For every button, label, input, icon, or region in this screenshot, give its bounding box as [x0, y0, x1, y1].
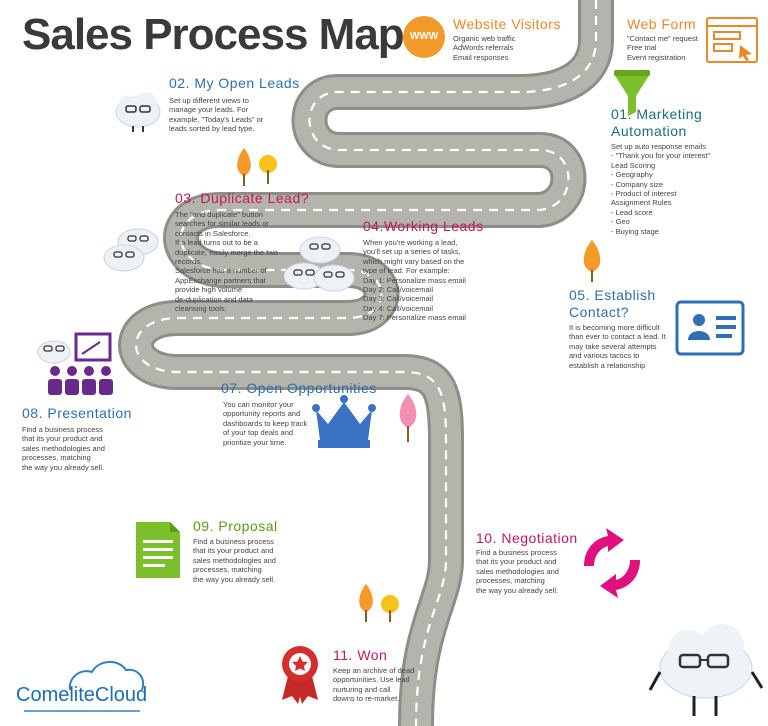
establish-contact-heading-line2: Contact?	[569, 304, 630, 320]
tree-icon	[359, 584, 399, 622]
open-leads-heading: 02. My Open Leads	[169, 75, 300, 91]
marketing-automation-desc: Set up auto response emails - "Thank you…	[611, 142, 711, 236]
marketing-automation-heading-line2: Automation	[611, 123, 687, 139]
web-form-heading: Web Form	[627, 16, 697, 32]
open-opportunities-heading: 07. Open Opportunities	[221, 380, 377, 396]
cloud-mascot-icon	[115, 92, 161, 132]
presentation-heading: 08. Presentation	[22, 405, 132, 421]
www-badge-label: WWW	[409, 31, 439, 42]
crown-icon	[312, 395, 376, 448]
presentation-desc: Find a business process that its your pr…	[22, 425, 105, 472]
duplicate-lead-heading: 03. Duplicate Lead?	[175, 190, 310, 206]
negotiation-desc: Find a business process that its your pr…	[476, 548, 559, 595]
establish-contact-desc: It is becoming more difficult than ever …	[569, 323, 666, 370]
website-visitors-desc: Organic web traffic AdWords referrals Em…	[453, 34, 516, 62]
web-form-desc: "Contact me" request Free trial Event re…	[627, 34, 698, 62]
open-leads-desc: Set up different views to manage your le…	[169, 96, 264, 134]
won-desc: Keep an archive of dead opportunities. U…	[333, 666, 415, 704]
page-title: Sales Process Map	[22, 10, 405, 59]
refresh-arrows-icon	[584, 528, 640, 598]
www-badge-icon	[403, 16, 445, 58]
contact-card-icon	[675, 300, 745, 356]
web-form-icon	[706, 17, 758, 63]
working-leads-desc: When you're working a lead, you'll set u…	[363, 238, 466, 323]
proposal-desc: Find a business process that its your pr…	[193, 537, 276, 584]
open-opportunities-desc: You can monitor your opportunity reports…	[223, 400, 308, 447]
comelite-cloud-logo-text: ComeliteCloud	[16, 684, 148, 706]
award-ribbon-icon	[282, 646, 318, 704]
tree-icon	[399, 394, 417, 442]
tree-icon	[583, 240, 601, 282]
tree-icon	[237, 148, 277, 186]
marketing-automation-heading-line1: 01. Marketing	[611, 106, 703, 122]
website-visitors-heading: Website Visitors	[453, 16, 561, 32]
duplicate-lead-desc: The "and duplicate" button searches for …	[175, 210, 278, 314]
negotiation-heading: 10. Negotiation	[476, 530, 578, 546]
working-leads-heading: 04.Working Leads	[363, 218, 484, 234]
cloud-mascot-icon	[103, 228, 159, 272]
cloud-mascot-icon	[283, 236, 355, 292]
comelite-cloud-logo	[24, 661, 144, 712]
cloud-mascot-icon	[37, 340, 71, 364]
won-heading: 11. Won	[333, 647, 388, 663]
cloud-mascot-icon	[648, 624, 764, 716]
proposal-heading: 09. Proposal	[193, 518, 278, 534]
document-icon	[136, 522, 180, 578]
presentation-icon	[48, 332, 113, 395]
funnel-icon	[614, 70, 650, 116]
establish-contact-heading-line1: 05. Establish	[569, 287, 656, 303]
